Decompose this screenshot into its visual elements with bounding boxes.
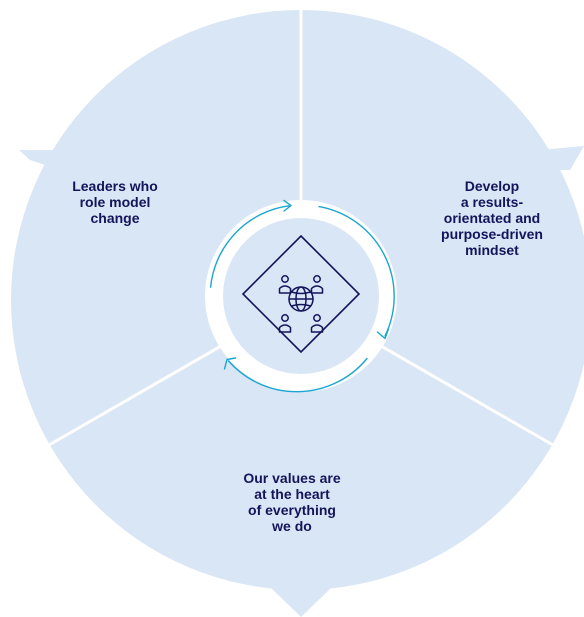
- segment-label-values: Our values are at the heart of everythin…: [243, 470, 341, 534]
- pointer-tab-bottom: [268, 585, 334, 617]
- segment-label-leaders: Leaders who role model change: [72, 178, 158, 226]
- center-diamond: [241, 234, 361, 354]
- pointer-tab-right: [540, 146, 584, 170]
- global-people-network-icon: [278, 275, 324, 333]
- center-core: [223, 218, 379, 374]
- segment-label-develop: Develop a results- orientated and purpos…: [441, 178, 543, 258]
- pointer-tab-left: [19, 150, 60, 170]
- cycle-arrows: [209, 199, 395, 393]
